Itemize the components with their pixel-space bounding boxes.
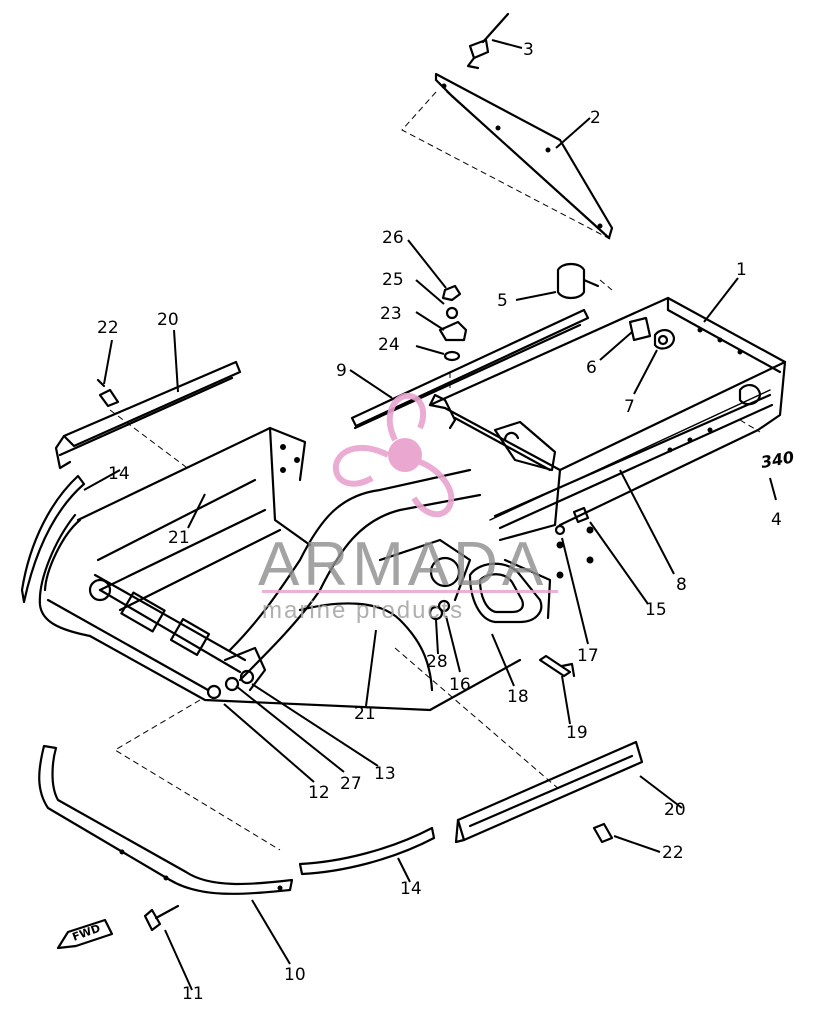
fwd-label: FWD bbox=[71, 922, 102, 944]
callout-7: 7 bbox=[624, 397, 635, 417]
callout-26: 26 bbox=[382, 228, 404, 248]
callout-23: 23 bbox=[380, 304, 402, 324]
callout-5: 5 bbox=[497, 291, 508, 311]
callout-10: 10 bbox=[284, 965, 306, 985]
callout-1: 1 bbox=[736, 260, 747, 280]
fastener-stack bbox=[438, 284, 468, 362]
callout-13: 13 bbox=[374, 764, 396, 784]
model-stamp: 340 bbox=[759, 447, 795, 472]
callout-9: 9 bbox=[336, 361, 347, 381]
callout-21b: 21 bbox=[354, 704, 376, 724]
cross-bar bbox=[350, 308, 590, 472]
callout-3: 3 bbox=[523, 40, 534, 60]
upper-rail-strip-left bbox=[54, 360, 242, 470]
callout-22b: 22 bbox=[662, 843, 684, 863]
callout-25: 25 bbox=[382, 270, 404, 290]
callout-14b: 14 bbox=[400, 879, 422, 899]
bumper-strip-upper bbox=[20, 474, 86, 604]
heat-shield-plate bbox=[401, 72, 614, 241]
hex-bolt bbox=[556, 262, 600, 300]
front-bumper bbox=[38, 744, 294, 895]
callout-20a: 20 bbox=[157, 310, 179, 330]
fwd-arrow-marker: FWD bbox=[56, 918, 114, 950]
callout-24: 24 bbox=[378, 335, 400, 355]
bumper-strip-lower bbox=[298, 826, 436, 876]
callout-15: 15 bbox=[645, 600, 667, 620]
watermark-tagline: marine products bbox=[262, 597, 464, 624]
rail-strip-lower bbox=[454, 740, 644, 844]
callout-14a: 14 bbox=[108, 464, 130, 484]
main-frame bbox=[38, 296, 787, 712]
callout-27: 27 bbox=[340, 774, 362, 794]
rivet-upper bbox=[96, 378, 120, 408]
callout-4: 4 bbox=[771, 510, 782, 530]
long-bolt bbox=[538, 654, 576, 678]
callout-8: 8 bbox=[676, 575, 687, 595]
callout-22a: 22 bbox=[97, 318, 119, 338]
callout-2: 2 bbox=[590, 108, 601, 128]
bumper-bolt bbox=[143, 904, 180, 932]
callout-19: 19 bbox=[566, 723, 588, 743]
callout-28: 28 bbox=[426, 652, 448, 672]
leader-lines bbox=[83, 39, 777, 991]
extension-lines bbox=[109, 279, 761, 851]
callout-16: 16 bbox=[449, 675, 471, 695]
armada-watermark: ARMADA marine products bbox=[258, 392, 558, 624]
callout-21a: 21 bbox=[168, 528, 190, 548]
bolt-and-washer bbox=[554, 506, 590, 536]
callout-17: 17 bbox=[577, 646, 599, 666]
callout-12: 12 bbox=[308, 783, 330, 803]
watermark-brand: ARMADA bbox=[258, 530, 547, 599]
callouts: 1 2 3 4 5 6 7 8 9 10 11 12 13 14 14 15 1… bbox=[97, 40, 782, 1004]
push-rivet bbox=[466, 12, 510, 70]
callout-6: 6 bbox=[586, 358, 597, 378]
callout-20b: 20 bbox=[664, 800, 686, 820]
rivet-lower bbox=[592, 822, 614, 844]
side-rail bbox=[489, 389, 771, 521]
callout-11: 11 bbox=[182, 984, 204, 1004]
callout-18: 18 bbox=[507, 687, 529, 707]
bushing-set bbox=[628, 316, 676, 350]
stamp-label: 340 bbox=[759, 447, 795, 472]
watermark-logo-icon bbox=[332, 392, 455, 518]
